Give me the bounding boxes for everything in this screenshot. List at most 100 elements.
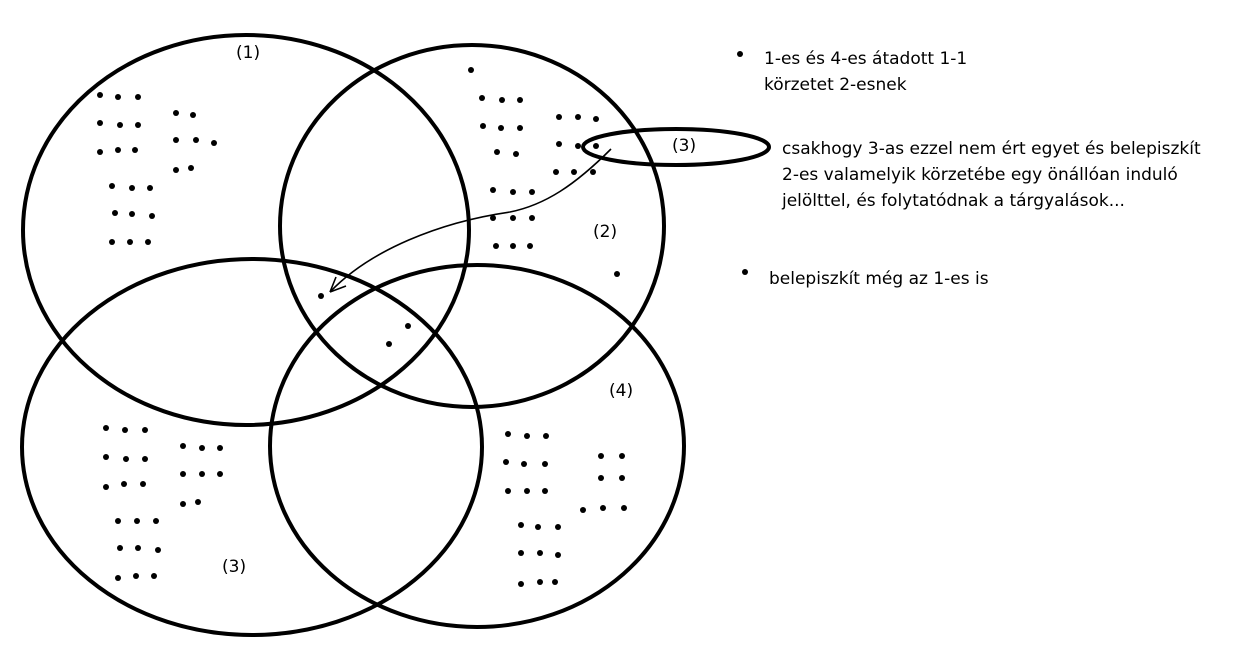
dot-glyph [517, 125, 523, 131]
circle-3 [20, 257, 484, 637]
dot-glyph [510, 189, 516, 195]
note3-bullet [742, 269, 748, 275]
note-1: 1-es és 4-es átadott 1-1 körzetet 2-esne… [764, 46, 967, 98]
dot-glyph [593, 143, 599, 149]
dot-glyph [134, 518, 140, 524]
dot-glyph [140, 481, 146, 487]
dot-glyph [188, 165, 194, 171]
dot-glyph [180, 501, 186, 507]
region-label-3: (3) [222, 557, 246, 577]
dot-glyph [145, 239, 151, 245]
dot-glyph [529, 189, 535, 195]
dot-glyph [117, 122, 123, 128]
dot-glyph [135, 94, 141, 100]
small-ellipse-label: (3) [672, 136, 696, 156]
dot-glyph [521, 461, 527, 467]
dot-glyph [493, 243, 499, 249]
dot-glyph [132, 147, 138, 153]
note-3-line-1: belepiszkít még az 1-es is [769, 269, 989, 289]
dot-glyph [115, 147, 121, 153]
dot-glyph [499, 97, 505, 103]
note-2-line-2: 2-es valamelyik körzetébe egy önállóan i… [782, 165, 1178, 185]
dot-glyph [97, 149, 103, 155]
dot-glyph [149, 213, 155, 219]
curved-arrow [329, 148, 612, 293]
dot-glyph [555, 552, 561, 558]
dot-glyph [598, 453, 604, 459]
dot-glyph [510, 243, 516, 249]
note-3: belepiszkít még az 1-es is [769, 266, 989, 292]
dot-glyph [180, 443, 186, 449]
dot-glyph [155, 547, 161, 553]
dot-glyph [153, 518, 159, 524]
dot-glyph [490, 215, 496, 221]
dot-glyph [524, 433, 530, 439]
dot-glyph [318, 293, 324, 299]
dot-glyph [109, 239, 115, 245]
dot-glyph [142, 427, 148, 433]
dot-glyph [527, 243, 533, 249]
note-2-line-3: jelölttel, és folytatódnak a tárgyalások… [782, 191, 1125, 211]
dot-glyph [109, 183, 115, 189]
dot-glyph [133, 573, 139, 579]
dot-glyph [211, 140, 217, 146]
dot-glyph [115, 94, 121, 100]
dot-glyph [621, 505, 627, 511]
dot-glyph [494, 149, 500, 155]
region-label-2: (2) [593, 222, 617, 242]
dot-glyph [122, 427, 128, 433]
dot-glyph [513, 151, 519, 157]
dot-glyph [598, 475, 604, 481]
dot-glyph [173, 110, 179, 116]
dot-glyph [542, 488, 548, 494]
dot-glyph [518, 550, 524, 556]
dot-glyph [619, 453, 625, 459]
dot-glyph [195, 499, 201, 505]
dot-glyph [129, 211, 135, 217]
dot-glyph [503, 459, 509, 465]
dot-glyph [97, 120, 103, 126]
dot-glyph [571, 169, 577, 175]
dot-glyph [518, 522, 524, 528]
dot-glyph [147, 185, 153, 191]
dot-glyph [553, 169, 559, 175]
dot-glyph [123, 456, 129, 462]
dot-glyph [217, 445, 223, 451]
dot-glyph [386, 341, 392, 347]
dot-glyph [537, 550, 543, 556]
circle-2 [278, 43, 666, 409]
small-ellipse-3 [581, 127, 771, 167]
dot-glyph [115, 575, 121, 581]
dot-glyph [555, 524, 561, 530]
region-label-1: (1) [236, 43, 260, 63]
dot-glyph [193, 137, 199, 143]
dot-glyph [129, 185, 135, 191]
dot-glyph [580, 507, 586, 513]
dots-layer [97, 67, 627, 587]
dot-glyph [505, 431, 511, 437]
dot-glyph [575, 143, 581, 149]
dot-glyph [217, 471, 223, 477]
note-1-line-2: körzetet 2-esnek [764, 75, 907, 95]
dot-glyph [490, 187, 496, 193]
dot-glyph [535, 524, 541, 530]
note1-bullet [737, 51, 743, 57]
dot-glyph [173, 167, 179, 173]
dot-glyph [556, 141, 562, 147]
dot-glyph [505, 488, 511, 494]
dot-glyph [180, 471, 186, 477]
arrow-head [329, 276, 347, 293]
dot-glyph [135, 545, 141, 551]
dot-glyph [121, 481, 127, 487]
dot-glyph [112, 210, 118, 216]
note-1-line-1: 1-es és 4-es átadott 1-1 [764, 49, 968, 69]
dot-glyph [590, 169, 596, 175]
dot-glyph [173, 137, 179, 143]
dot-glyph [151, 573, 157, 579]
region-label-4: (4) [609, 381, 633, 401]
dot-glyph [552, 579, 558, 585]
dot-glyph [518, 581, 524, 587]
dot-glyph [498, 125, 504, 131]
dot-glyph [543, 433, 549, 439]
dot-glyph [115, 518, 121, 524]
